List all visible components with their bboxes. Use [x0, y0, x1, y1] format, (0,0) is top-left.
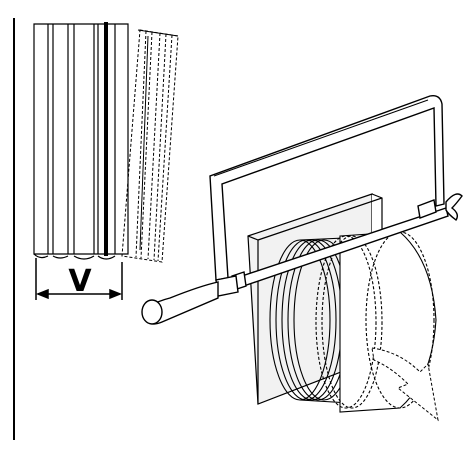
cut-pipe-piece-solid	[137, 29, 179, 251]
dimension-v-marker	[35, 258, 123, 300]
dimension-v-label: V	[68, 264, 92, 299]
cut-pipe-piece	[121, 29, 179, 263]
duct-pipe-icon	[33, 22, 129, 260]
rotation-arrow-icon	[371, 347, 439, 422]
hacksaw-frame	[209, 94, 445, 281]
hacksaw-handle	[215, 275, 239, 297]
hacksaw-icon	[141, 94, 463, 325]
pipe-bottom-edge	[33, 253, 116, 260]
hacksaw-tensioner	[417, 199, 437, 219]
